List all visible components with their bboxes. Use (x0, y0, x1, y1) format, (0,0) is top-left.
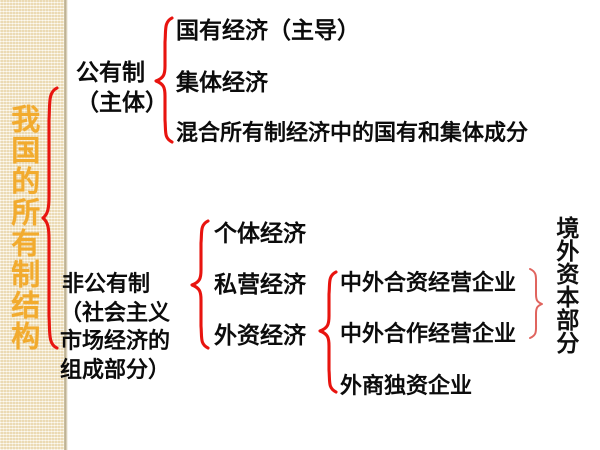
sidebar-edge-divider (64, 0, 68, 450)
nonpublic-ownership-label-line4: 组成部分） (60, 356, 171, 383)
state-owned-economy-item: 国有经济（主导） (176, 17, 360, 44)
collective-economy-item: 集体经济 (176, 69, 268, 96)
foreign-capital-brace (529, 268, 543, 339)
public-ownership-label-line2: （主体） (76, 88, 168, 116)
wholly-foreign-owned-item: 外商独资企业 (340, 373, 473, 399)
foreign-enterprise-brace (318, 270, 338, 394)
sino-foreign-cooperative-jv-item: 中外合作经营企业 (340, 321, 517, 347)
nonpublic-ownership-label: 非公有制 （社会主义 市场经济的 组成部分） (60, 270, 170, 384)
nonpublic-ownership-label-line1: 非公有制 (62, 271, 151, 297)
private-economy-item: 私营经济 (214, 271, 306, 298)
public-ownership-label-line1: 公有制 (76, 59, 145, 86)
individual-economy-item: 个体经济 (214, 220, 306, 247)
foreign-invested-economy-item: 外资经济 (214, 322, 306, 349)
nonpublic-ownership-label-line3: 市场经济的 (60, 328, 171, 355)
mixed-ownership-item: 混合所有制经济中的国有和集体成分 (176, 120, 529, 146)
sino-foreign-equity-jv-item: 中外合资经营企业 (340, 270, 517, 296)
nonpublic-ownership-brace (190, 219, 210, 350)
nonpublic-ownership-label-line2: （社会主义 (60, 299, 171, 326)
foreign-capital-label-vertical: 境外资本部分 (551, 216, 579, 354)
public-ownership-label: 公有制 （主体） (76, 58, 168, 118)
page-title-vertical: 我国的所有制结构 (6, 104, 41, 352)
